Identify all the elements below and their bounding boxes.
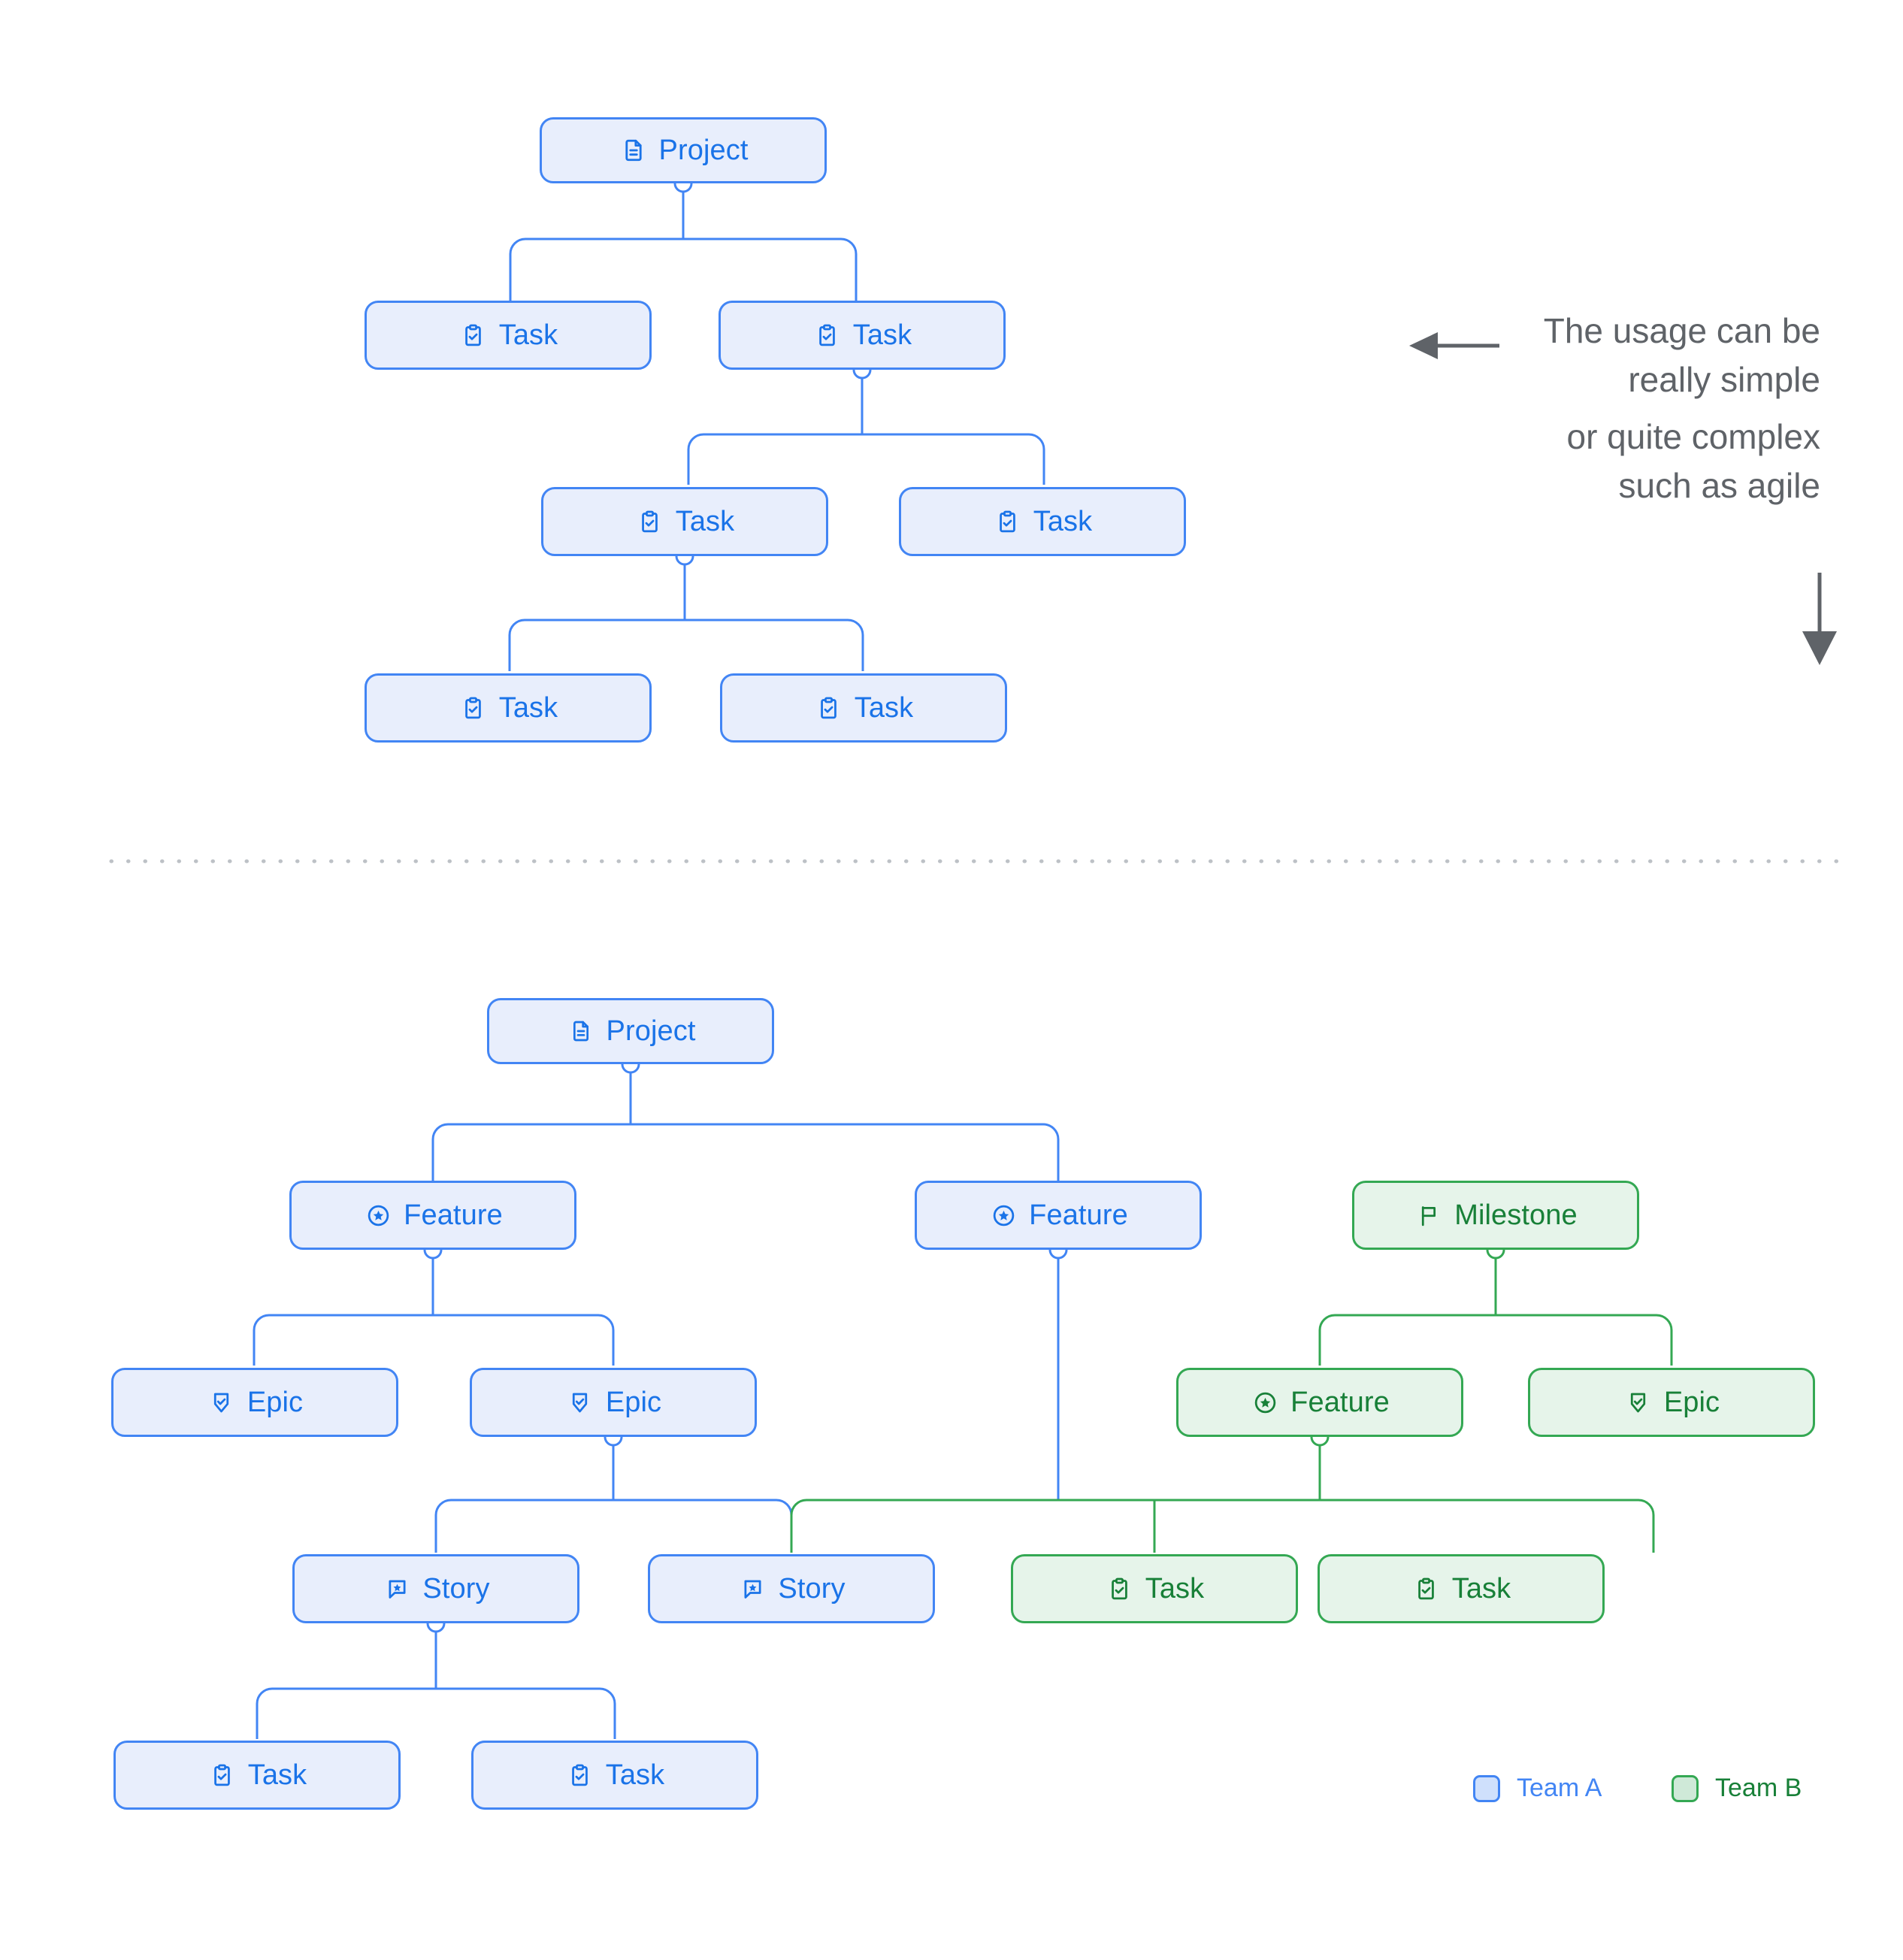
node-label: Task — [852, 319, 912, 351]
task-icon — [635, 507, 665, 537]
annotation-line-3: or quite complex — [1566, 416, 1821, 456]
feature-icon — [363, 1200, 393, 1230]
task-icon — [458, 320, 489, 350]
node-feature[interactable]: Feature — [915, 1181, 1202, 1250]
node-label: Task — [854, 692, 914, 724]
task-icon — [565, 1760, 595, 1790]
node-feature[interactable]: Feature — [289, 1181, 576, 1250]
task-icon — [993, 507, 1023, 537]
node-epic[interactable]: Epic — [111, 1368, 398, 1437]
task-icon — [812, 320, 843, 350]
node-story[interactable]: Story — [648, 1554, 935, 1623]
legend-swatch-team-b — [1672, 1774, 1699, 1802]
node-milestone[interactable]: Milestone — [1352, 1181, 1639, 1250]
feature-icon — [1250, 1387, 1280, 1417]
node-label: Task — [247, 1759, 307, 1791]
milestone-icon — [1414, 1200, 1444, 1230]
node-label: Project — [658, 135, 749, 166]
node-label: Story — [778, 1573, 846, 1605]
node-task[interactable]: Task — [719, 301, 1006, 370]
node-task[interactable]: Task — [365, 673, 652, 743]
annotation-text: The usage can be really simple or quite … — [1399, 307, 1820, 510]
node-label: Task — [498, 319, 558, 351]
node-epic[interactable]: Epic — [470, 1368, 757, 1437]
annotation-line-1: The usage can be — [1543, 311, 1820, 350]
node-task[interactable]: Task — [541, 487, 828, 556]
node-task[interactable]: Task — [113, 1741, 401, 1810]
node-label: Story — [422, 1573, 490, 1605]
task-icon — [1105, 1574, 1135, 1604]
document-icon — [619, 135, 649, 165]
legend-label-team-a: Team A — [1517, 1774, 1602, 1802]
node-label: Task — [1451, 1573, 1511, 1605]
task-icon — [1411, 1574, 1442, 1604]
node-epic[interactable]: Epic — [1528, 1368, 1815, 1437]
document-icon — [566, 1016, 596, 1046]
node-label: Epic — [605, 1387, 662, 1418]
node-label: Epic — [1663, 1387, 1720, 1418]
node-label: Epic — [247, 1387, 304, 1418]
epic-icon — [1623, 1387, 1653, 1417]
feature-icon — [988, 1200, 1018, 1230]
node-feature[interactable]: Feature — [1176, 1368, 1463, 1437]
legend-item-team-b[interactable]: Team B — [1672, 1774, 1802, 1803]
legend-swatch-team-a — [1473, 1774, 1500, 1802]
node-label: Task — [675, 506, 735, 537]
node-task[interactable]: Task — [365, 301, 652, 370]
legend-label-team-b: Team B — [1715, 1774, 1802, 1802]
node-project[interactable]: Project — [540, 117, 827, 183]
node-label: Feature — [1029, 1199, 1128, 1231]
node-label: Task — [1033, 506, 1093, 537]
task-icon — [207, 1760, 237, 1790]
node-label: Milestone — [1454, 1199, 1578, 1231]
story-icon — [382, 1574, 412, 1604]
node-label: Feature — [1290, 1387, 1390, 1418]
epic-icon — [565, 1387, 595, 1417]
node-label: Feature — [404, 1199, 503, 1231]
legend-item-team-a[interactable]: Team A — [1473, 1774, 1602, 1803]
node-task[interactable]: Task — [720, 673, 1007, 743]
node-task[interactable]: Task — [899, 487, 1186, 556]
node-story[interactable]: Story — [292, 1554, 579, 1623]
node-label: Task — [1145, 1573, 1205, 1605]
node-task[interactable]: Task — [471, 1741, 758, 1810]
node-project[interactable]: Project — [487, 998, 774, 1064]
story-icon — [737, 1574, 767, 1604]
node-label: Task — [605, 1759, 665, 1791]
annotation-line-2: really simple — [1628, 360, 1820, 400]
task-icon — [814, 693, 844, 723]
arrow-down-icon — [1802, 573, 1837, 665]
node-label: Project — [606, 1015, 696, 1047]
node-task[interactable]: Task — [1318, 1554, 1605, 1623]
node-label: Task — [498, 692, 558, 724]
task-icon — [458, 693, 489, 723]
annotation-line-4: such as agile — [1618, 465, 1821, 505]
node-task[interactable]: Task — [1011, 1554, 1298, 1623]
epic-icon — [207, 1387, 237, 1417]
